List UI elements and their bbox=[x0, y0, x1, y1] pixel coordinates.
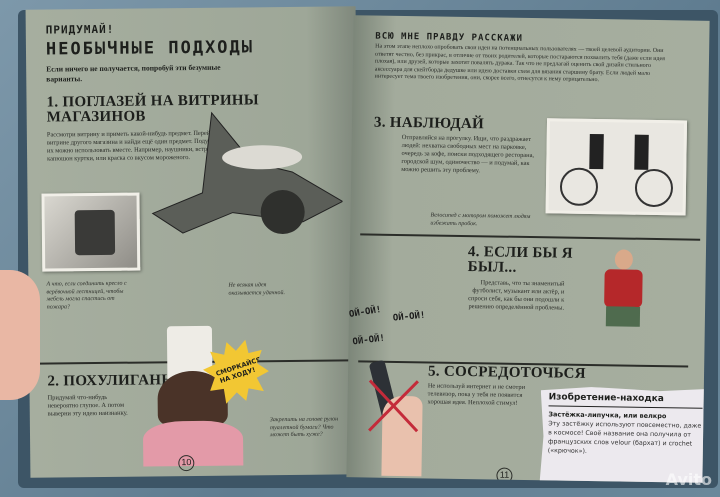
caption-toilet: Закрепить на голове рулон туалетной бума… bbox=[269, 416, 339, 439]
sidebar-text: Эту застёжку используют повсеместно, даж… bbox=[547, 420, 702, 455]
sidebar-title: Изобретение-находка bbox=[549, 392, 703, 408]
caption-chair: А что, если соединить кресло с верёвочно… bbox=[46, 280, 127, 311]
section2-text: Придумай что-нибудь невероятно глупое. А… bbox=[47, 393, 128, 418]
section4-title: 4. ЕСЛИ БЫ Я БЫЛ... bbox=[467, 244, 573, 276]
exclamation: ОЙ-ОЙ! bbox=[348, 304, 383, 320]
watermark: Avito bbox=[665, 470, 712, 489]
section5-text: Не используй интернет и не смотри телеви… bbox=[427, 382, 526, 407]
armchair-shape bbox=[74, 209, 116, 256]
right-intro: На этом этапе неплохо опробовать свои ид… bbox=[374, 43, 665, 84]
caption-bike: Велосипед с мотором поможет людям избежа… bbox=[430, 212, 531, 227]
exclamation: ОЙ-ОЙ! bbox=[392, 310, 426, 324]
head-shape bbox=[614, 249, 634, 270]
left-page: ПРИДУМАЙ! НЕОБЫЧНЫЕ ПОДХОДЫ Если ничего … bbox=[25, 6, 361, 478]
exclamation: ОЙ-ОЙ! bbox=[352, 333, 386, 348]
chair-ladder-photo bbox=[41, 192, 141, 272]
starburst-text: СМОРКАЙСЯ НА ХОДУ! bbox=[214, 355, 263, 386]
remote-control-illustration bbox=[366, 356, 423, 477]
page-title: НЕОБЫЧНЫЕ ПОДХОДЫ bbox=[45, 37, 255, 60]
footballer-illustration bbox=[588, 244, 660, 355]
invention-sidebar: Изобретение-находка Застёжка-липучка, ил… bbox=[539, 386, 709, 483]
intro: Если ничего не получается, попробуй эти … bbox=[46, 62, 221, 84]
caption-flying: Не всякая идея оказывается удачной. bbox=[228, 282, 286, 297]
motor-bike-photo bbox=[545, 118, 688, 216]
section4-text: Представь, что ты знаменитый футболист, … bbox=[468, 279, 565, 312]
section3-title: 3. НАБЛЮДАЙ bbox=[373, 114, 485, 133]
section5-title: 5. СОСРЕДОТОЧЬСЯ bbox=[427, 363, 586, 382]
left-kicker: ПРИДУМАЙ! bbox=[45, 22, 115, 37]
shorts-shape bbox=[605, 306, 641, 327]
holding-hand bbox=[0, 270, 40, 400]
page-number: 10 bbox=[178, 454, 195, 472]
right-kicker: ВСЮ МНЕ ПРАВДУ РАССКАЖИ bbox=[375, 31, 524, 44]
shirt-shape bbox=[604, 269, 643, 308]
divider bbox=[360, 233, 701, 241]
right-page: ВСЮ МНЕ ПРАВДУ РАССКАЖИ На этом этапе не… bbox=[346, 15, 710, 483]
section3-text: Отправляйся на прогулку. Ищи, что раздра… bbox=[401, 134, 535, 175]
flying-machine-illustration bbox=[142, 101, 344, 253]
